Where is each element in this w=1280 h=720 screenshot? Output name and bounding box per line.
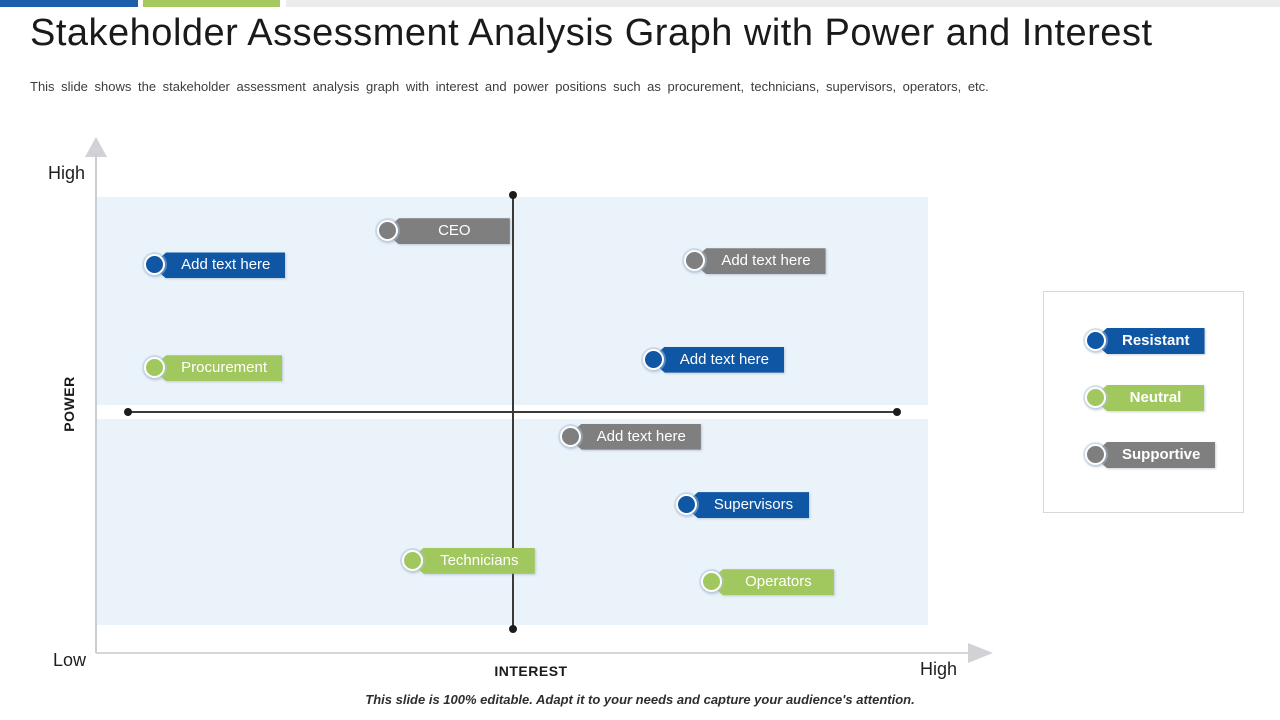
tag-label: Supervisors: [683, 492, 809, 519]
tag-circle-marker: [1085, 387, 1106, 408]
topbar-green-segment: [143, 0, 280, 7]
x-axis-line: [96, 652, 968, 654]
x-axis-arrow-icon: [968, 643, 993, 663]
quadrant-line-endpoint-dot: [509, 625, 517, 633]
y-axis-title: POWER: [61, 376, 77, 432]
y-axis-line: [95, 155, 97, 653]
quadrant-horizontal-line: [128, 411, 897, 413]
tag-circle-marker: [144, 357, 166, 379]
tag-label: Supportive: [1092, 442, 1216, 468]
topbar-gray-segment: [286, 0, 1280, 7]
tag-label: Add text here: [691, 248, 826, 275]
tag-label: Add text here: [151, 252, 286, 279]
tag-circle-marker: [684, 250, 706, 272]
slide-subtitle: This slide shows the stakeholder assessm…: [30, 79, 989, 94]
tag-circle-marker: [376, 220, 398, 242]
tag-label: Operators: [707, 569, 834, 596]
tag-label: Neutral: [1092, 385, 1204, 411]
quadrant-line-endpoint-dot: [124, 408, 132, 416]
y-axis-high-label: High: [48, 163, 86, 183]
tag-circle-marker: [559, 425, 581, 447]
footer-note: This slide is 100% editable. Adapt it to…: [365, 692, 915, 707]
page-title: Stakeholder Assessment Analysis Graph wi…: [30, 12, 1153, 54]
tag-circle-marker: [1085, 444, 1106, 465]
tag-label: Add text here: [649, 346, 784, 373]
tag-label: Technicians: [408, 547, 535, 574]
tag-label: Resistant: [1092, 328, 1205, 354]
y-axis-arrow-icon: [85, 137, 107, 157]
quadrant-line-endpoint-dot: [509, 191, 517, 199]
quadrant-line-endpoint-dot: [893, 408, 901, 416]
tag-circle-marker: [1085, 330, 1106, 351]
x-axis-title: INTEREST: [494, 663, 568, 679]
tag-circle-marker: [676, 494, 697, 516]
tag-label: Procurement: [151, 355, 283, 382]
tag-circle-marker: [144, 254, 166, 276]
tag-circle-marker: [700, 571, 722, 593]
tag-label: Add text here: [566, 423, 701, 450]
tag-circle-marker: [401, 549, 423, 571]
tag-circle-marker: [642, 348, 664, 370]
y-axis-low-label: Low: [53, 650, 87, 670]
tag-label: CEO: [383, 218, 510, 245]
topbar-blue-segment: [0, 0, 138, 7]
x-axis-high-label: High: [920, 659, 958, 679]
